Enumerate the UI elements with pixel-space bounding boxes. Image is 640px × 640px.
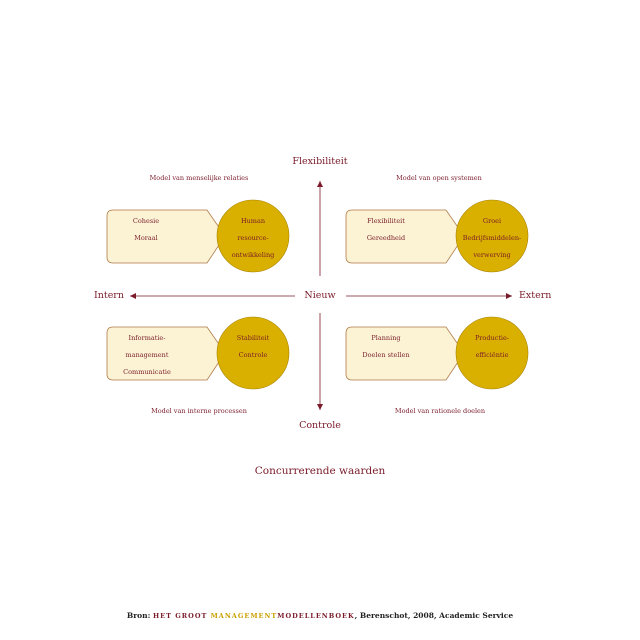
quadrant-top-right: Flexibiliteit Gereedheid Groei Bedrijfsm… (345, 199, 532, 273)
footer-book-part2: MANAGEMENT (210, 612, 278, 620)
diagram-title: Concurrerende waarden (254, 465, 386, 477)
circle-text: Stabiliteit Controle (221, 330, 285, 364)
axis-label-right: Extern (519, 290, 552, 301)
circle-line: ontwikkeling (231, 251, 275, 259)
axis-label-center: Nieuw (304, 290, 336, 301)
box-text: Planning Doelen stellen (352, 330, 420, 364)
box-shape (345, 326, 465, 381)
box-line: Informatie- (128, 334, 166, 342)
circle-line: Controle (238, 351, 268, 359)
circle-line: Groei (482, 217, 502, 225)
circle-shape (216, 199, 290, 273)
circle-text: Groei Bedrijfsmiddelen- verwerving (456, 213, 528, 264)
box-line: Planning (371, 334, 401, 342)
quadrant-bottom-right: Planning Doelen stellen Productie- effic… (345, 316, 532, 390)
box-text: Flexibiliteit Gereedheid (354, 213, 418, 247)
box-line: Cohesie (132, 217, 160, 225)
circle-text: Human resource- ontwikkeling (221, 213, 285, 264)
model-label-bottom-left: Model van interne processen (151, 407, 247, 415)
model-label-top-right: Model van open systemen (396, 174, 482, 182)
box-line: Moraal (134, 234, 158, 242)
source-footer: Bron: HET GROOT MANAGEMENTMODELLENBOEK, … (0, 611, 640, 620)
box-line: Flexibiliteit (367, 217, 405, 225)
footer-book-part1: HET GROOT (153, 612, 211, 620)
box-shape (106, 326, 226, 381)
circle-line: resource- (237, 234, 269, 242)
circle-line: Productie- (474, 334, 510, 342)
box-text: Cohesie Moraal (115, 213, 177, 247)
axis-label-bottom: Controle (299, 420, 341, 431)
box-line: management (125, 351, 169, 359)
circle-shape (455, 316, 529, 390)
axis-label-left: Intern (94, 290, 124, 301)
circle-line: verwerving (473, 251, 511, 259)
circle-text: Productie- efficiëntie (460, 330, 524, 364)
circle-shape (216, 316, 290, 390)
circle-line: Bedrijfsmiddelen- (462, 234, 522, 242)
model-label-bottom-right: Model van rationele doelen (394, 407, 486, 415)
box-shape (106, 209, 226, 264)
footer-book-part3: MODELLENBOEK (277, 612, 355, 620)
quadrant-bottom-left: Informatie- management Communicatie Stab… (106, 316, 293, 390)
circle-line: Human (240, 217, 266, 225)
footer-prefix: Bron: (126, 611, 154, 620)
axis-label-top: Flexibiliteit (292, 156, 348, 167)
box-line: Communicatie (123, 368, 171, 376)
box-line: Gereedheid (366, 234, 406, 242)
circle-line: Stabiliteit (236, 334, 270, 342)
box-text: Informatie- management Communicatie (113, 330, 181, 381)
model-label-top-left: Model van menselijke relaties (149, 174, 249, 182)
circle-line: efficiëntie (475, 351, 509, 359)
circle-shape (455, 199, 529, 273)
box-line: Doelen stellen (362, 351, 410, 359)
quadrant-top-left: Cohesie Moraal Human resource- ontwikkel… (106, 199, 293, 273)
footer-suffix: , Berenschot, 2008, Academic Service (354, 611, 514, 620)
box-shape (345, 209, 465, 264)
